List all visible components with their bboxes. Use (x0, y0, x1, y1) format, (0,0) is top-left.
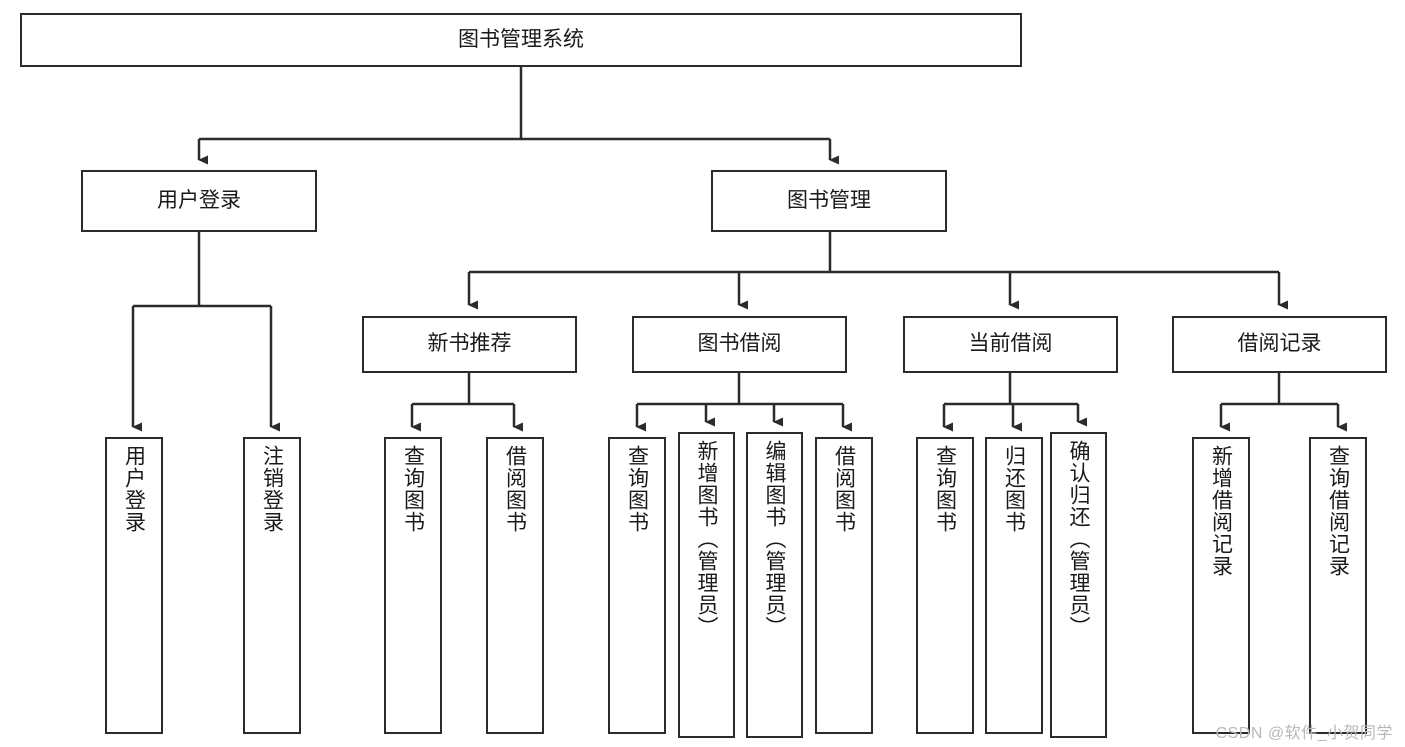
node-current-borrow[interactable]: 当前借阅 (903, 316, 1118, 373)
node-label: 用户登录 (122, 445, 146, 533)
node-leaf-query-book-borrow[interactable]: 查询图书 (608, 437, 666, 734)
node-book-manage[interactable]: 图书管理 (711, 170, 947, 232)
node-label: 注销登录 (260, 445, 284, 533)
node-label: 编辑图书（管理员） (763, 440, 786, 638)
node-label: 当前借阅 (968, 332, 1053, 356)
node-label: 查询借阅记录 (1326, 445, 1350, 577)
node-new-book-recommendation[interactable]: 新书推荐 (362, 316, 577, 373)
node-user-login[interactable]: 用户登录 (81, 170, 317, 232)
node-label: 用户登录 (157, 188, 241, 212)
node-label: 归还图书 (1002, 445, 1026, 533)
node-root-system[interactable]: 图书管理系统 (20, 13, 1022, 67)
node-leaf-add-book-admin[interactable]: 新增图书（管理员） (678, 432, 735, 738)
node-label: 新书推荐 (427, 332, 512, 356)
node-leaf-borrow-book-borrow[interactable]: 借阅图书 (815, 437, 873, 734)
node-leaf-edit-book-admin[interactable]: 编辑图书（管理员） (746, 432, 803, 738)
node-label: 查询图书 (933, 445, 957, 533)
node-label: 查询图书 (625, 445, 649, 533)
node-leaf-add-borrow-record[interactable]: 新增借阅记录 (1192, 437, 1250, 734)
node-leaf-logout[interactable]: 注销登录 (243, 437, 301, 734)
node-label: 新增借阅记录 (1209, 445, 1233, 577)
node-label: 图书借阅 (697, 332, 782, 356)
node-label: 借阅记录 (1237, 332, 1322, 356)
node-leaf-query-book-recommendation[interactable]: 查询图书 (384, 437, 442, 734)
watermark-text: CSDN @软件_小贺同学 (1215, 725, 1393, 742)
node-leaf-confirm-return-admin[interactable]: 确认归还（管理员） (1050, 432, 1107, 738)
node-label: 图书管理 (787, 188, 871, 212)
node-label: 查询图书 (401, 445, 425, 533)
node-leaf-return-book[interactable]: 归还图书 (985, 437, 1043, 734)
node-label: 图书管理系统 (458, 27, 584, 51)
node-label: 借阅图书 (503, 445, 527, 533)
node-leaf-borrow-book-recommendation[interactable]: 借阅图书 (486, 437, 544, 734)
node-label: 借阅图书 (832, 445, 856, 533)
node-label: 新增图书（管理员） (695, 440, 718, 638)
node-leaf-query-book-current[interactable]: 查询图书 (916, 437, 974, 734)
node-borrow-record[interactable]: 借阅记录 (1172, 316, 1387, 373)
node-leaf-query-borrow-record[interactable]: 查询借阅记录 (1309, 437, 1367, 734)
node-book-borrow[interactable]: 图书借阅 (632, 316, 847, 373)
node-label: 确认归还（管理员） (1067, 440, 1090, 638)
node-leaf-user-login[interactable]: 用户登录 (105, 437, 163, 734)
